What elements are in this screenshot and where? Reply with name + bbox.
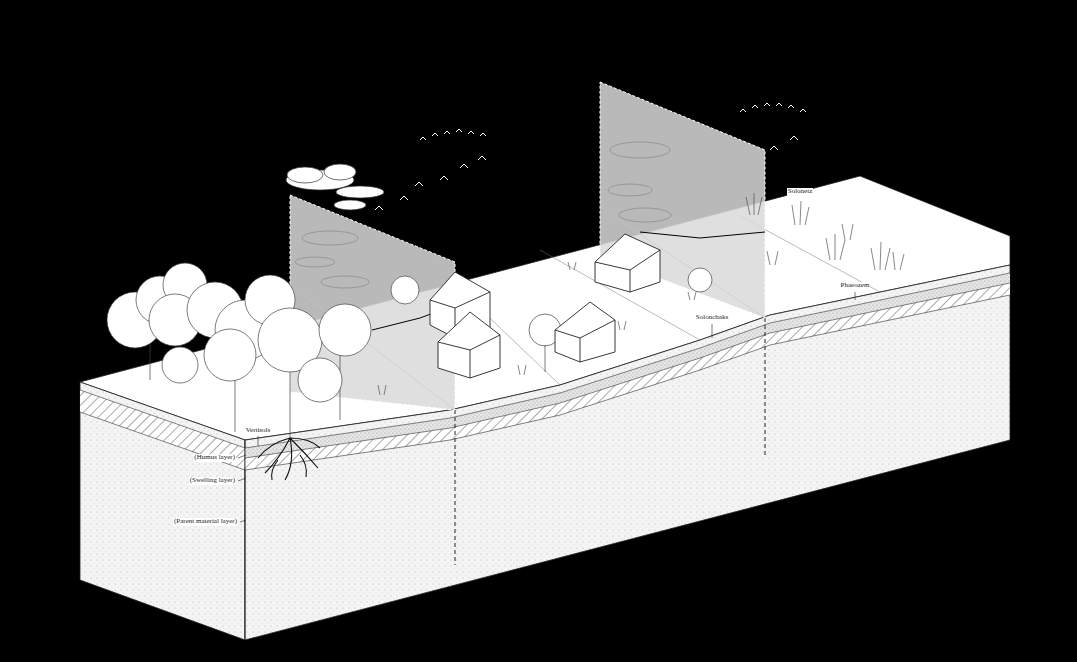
soil-label: Phaeozem (840, 282, 871, 290)
soil-label: Solonchaks (695, 314, 729, 322)
soil-label: (Parent material layer) (173, 518, 238, 526)
soil-label: (Swelling layer) (189, 477, 236, 485)
soil-label: (Humus layer) (193, 454, 236, 462)
soil-label: Vertisols (245, 427, 272, 435)
soil-label: Solonetz (787, 188, 814, 196)
